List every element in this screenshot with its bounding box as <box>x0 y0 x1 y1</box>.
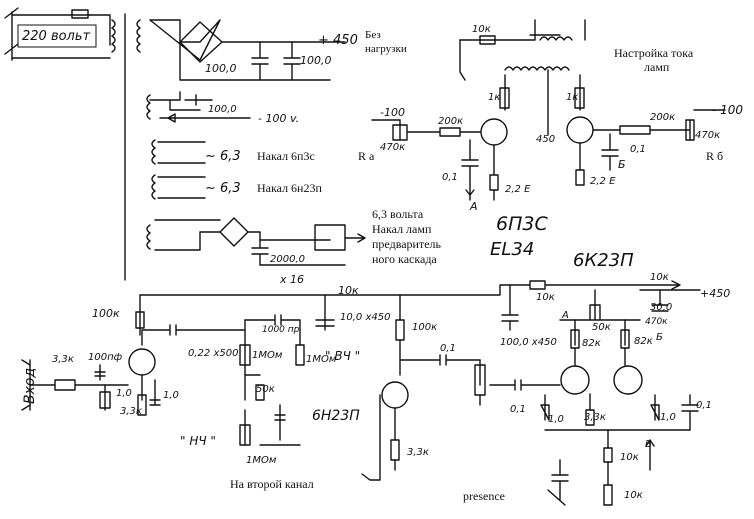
neg-supply-cap: 100,0 <box>208 104 237 115</box>
tube-el34-label: EL34 <box>490 239 534 260</box>
heater-windings: ~ 6,3 Накал 6п3с R a ~ 6,3 Накал 6н23п <box>151 139 375 200</box>
r1mohm-c: 1МОм <box>246 455 277 466</box>
r200k-left: 200к <box>438 116 463 127</box>
r10k-mid2: 10к <box>536 292 555 303</box>
r22e-right: 2,2 Е <box>590 176 616 187</box>
ra-label: R a <box>358 149 375 163</box>
cap-100-a: 100,0 <box>205 62 237 75</box>
r1mohm-b: 1МОм <box>306 354 337 365</box>
pi-b: Б <box>656 332 663 343</box>
pi-bottom-b: В <box>645 439 652 450</box>
plus450-top: + 450 <box>318 33 358 48</box>
preamp-stage: 100к 10к 10,0 х450 Вход 3,3к 100пф 1,0 3… <box>21 280 681 491</box>
cap-2000: 2000,0 <box>270 254 305 265</box>
r100k-mid: 100к <box>412 322 437 333</box>
cap-100-450: 100,0 х450 <box>500 337 557 348</box>
r10k-top: 10к <box>472 24 491 35</box>
plus450-right: +450 <box>700 287 730 300</box>
heater-63-a: ~ 6,3 <box>205 149 241 164</box>
hch-label: " НЧ " <box>180 434 216 448</box>
r50k-tone: 50к <box>256 384 275 395</box>
r10k-right-top: 10к <box>650 272 669 283</box>
r1k-right: 1к <box>566 92 578 103</box>
r10k-mid: 10к <box>338 284 359 297</box>
r22e-left: 2,2 Е <box>505 184 531 195</box>
cap-22-500: 0,22 х500 <box>188 348 238 359</box>
r1k-left: 1к <box>488 92 500 103</box>
heater-6n23p-label: Накал 6н23п <box>257 181 322 195</box>
phase-inverter: 6К23П 10к +450 30,0 10к 100,0 х450 50к 8… <box>463 250 730 506</box>
tube-6k23p-label: 6К23П <box>573 250 634 271</box>
r33k-cathode: 3,3к <box>120 406 142 417</box>
mains-label: 220 вольт <box>22 29 91 44</box>
cap-01-mid: 0,1 <box>440 343 456 354</box>
point-b: Б <box>618 158 626 171</box>
cap-100pf: 100пф <box>88 352 123 363</box>
heater-63-b: ~ 6,3 <box>205 181 241 196</box>
cap01-left: 0,1 <box>442 172 458 183</box>
pi-a: А <box>561 310 569 321</box>
r10k-pi: 10к <box>620 452 639 463</box>
heater-6p3s-label: Накал 6п3с <box>257 149 315 163</box>
minus100-right: - 100 <box>712 103 743 117</box>
cap-300: 30,0 <box>650 302 672 313</box>
r10k-pi2: 10к <box>624 490 643 501</box>
v450-mid: 450 <box>536 134 555 145</box>
rb-label: R б <box>706 149 723 163</box>
cap-1000pf: 1000 пр <box>262 325 300 335</box>
r82k-b: 82к <box>634 336 653 347</box>
presence-label: presence <box>463 489 505 503</box>
r33k-in: 3,3к <box>52 354 74 365</box>
r1mohm-a: 1МОм <box>252 350 283 361</box>
cap01-right: 0,1 <box>630 144 646 155</box>
cap-100-b: 100,0 <box>300 54 332 67</box>
r1-small: 1,0 <box>116 388 132 399</box>
neg-supply: 100,0 - 100 v. <box>146 91 299 125</box>
r470k-left: 470к <box>380 142 405 153</box>
second-channel-label: На второй канал <box>230 477 314 491</box>
cap-10-450: 10,0 х450 <box>340 312 390 323</box>
input-label: Вход <box>22 368 38 404</box>
r470k-pi: 470к <box>645 317 668 327</box>
r1-pi: 1,0 <box>548 414 564 425</box>
r100k-left: 100к <box>92 307 120 320</box>
x16-label: x 16 <box>279 273 304 286</box>
vch-label: " ВЧ " <box>325 349 360 363</box>
r82k-a: 82к <box>582 338 601 349</box>
minus100v-label: - 100 v. <box>258 112 299 125</box>
cap-1-sm: 1,0 <box>163 390 179 401</box>
point-a: А <box>469 200 478 213</box>
r1-pi2: 1,0 <box>660 412 676 423</box>
mains-input: 220 вольт <box>4 7 126 281</box>
cap-01-pi2: 0,1 <box>696 400 712 411</box>
minus100-left: -100 <box>380 106 405 119</box>
tube-6p3s-label: 6П3С <box>496 213 548 235</box>
tube-6n23p-label: 6Н23П <box>312 408 360 424</box>
r200k-right: 200к <box>650 112 675 123</box>
r470k-right: 470к <box>695 130 720 141</box>
r50k-pi: 50к <box>592 322 611 333</box>
output-stage: 10к 1к 1к 450 -100 470к 200к 0,1 А 2,2 Е… <box>371 19 743 260</box>
r33k-pi: 3,3к <box>584 412 606 423</box>
r33k-out: 3,3к <box>407 447 429 458</box>
cap-01-pi: 0,1 <box>510 404 526 415</box>
